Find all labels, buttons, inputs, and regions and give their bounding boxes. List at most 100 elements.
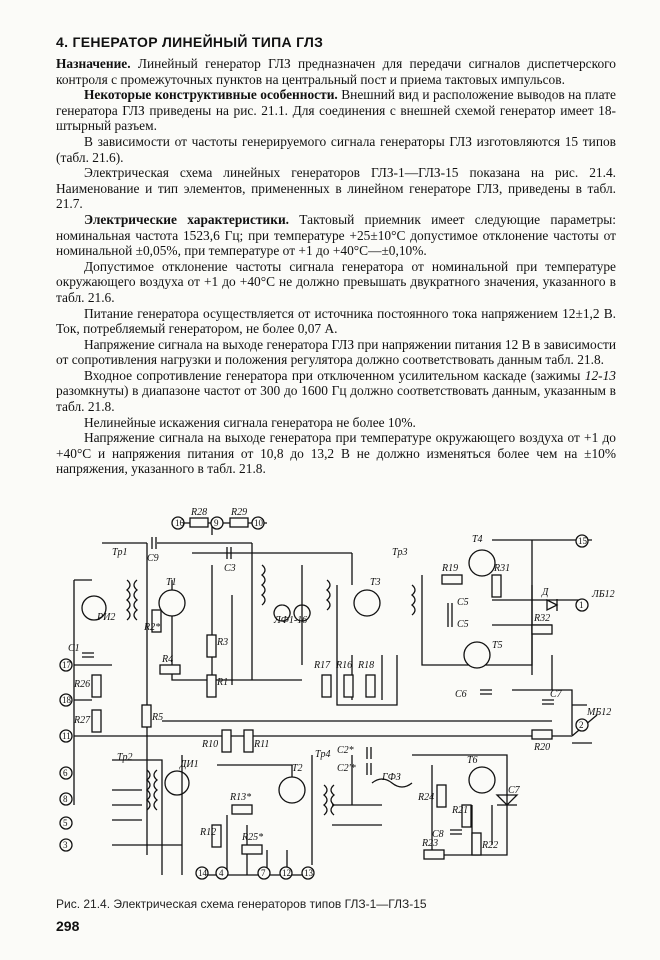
svg-text:C3: C3	[224, 563, 236, 574]
svg-text:R19: R19	[441, 563, 458, 574]
svg-text:R17: R17	[313, 660, 331, 671]
paragraph-text: Нелинейные искажения сигнала генератора …	[84, 414, 416, 430]
svg-text:R31: R31	[493, 563, 510, 574]
transformers	[81, 564, 416, 816]
svg-text:12: 12	[282, 868, 291, 878]
section-title: 4. ГЕНЕРАТОР ЛИНЕЙНЫЙ ТИПА ГЛЗ	[56, 34, 324, 50]
component-labels: Tp1 Tp3 Tp2 Tp4 РИ2 ДИ1 ЛФ1-16 ГФЗ Д ЛБ1…	[96, 547, 615, 796]
svg-text:C8: C8	[432, 829, 444, 840]
paragraph: Входное сопротивление генератора при отк…	[56, 368, 616, 415]
svg-text:МБ12: МБ12	[586, 707, 611, 718]
svg-text:ЛБ12: ЛБ12	[591, 589, 615, 600]
paragraph-text: Тактовый приемник имеет следующие параме…	[56, 211, 616, 259]
svg-text:R10: R10	[201, 739, 218, 750]
svg-text:Tp1: Tp1	[112, 547, 128, 558]
svg-text:ЛФ1-16: ЛФ1-16	[273, 615, 307, 626]
svg-text:C5: C5	[457, 597, 469, 608]
terminal-markers: 16 9 10 15 1 2 17 18 11 6 8 5 3 14 4 7 1…	[59, 516, 589, 880]
paragraph: Электрические характеристики. Тактовый п…	[56, 212, 616, 259]
paragraph-heading: Электрические характеристики.	[84, 211, 290, 227]
svg-text:T2: T2	[292, 763, 303, 774]
svg-text:5: 5	[63, 818, 68, 828]
svg-text:C2*: C2*	[337, 745, 354, 756]
circuit-schematic-figure: 16 9 10 15 1 2 17 18 11 6 8 5 3 14 4 7 1…	[52, 505, 622, 895]
svg-text:R29: R29	[230, 507, 247, 518]
paragraph-text: Линейный генератор ГЛЗ предназначен для …	[56, 56, 616, 87]
svg-text:Д: Д	[541, 587, 549, 598]
paragraph-text: разомкнуты) в диапазоне частот от 300 до…	[56, 383, 616, 415]
svg-text:R11: R11	[253, 739, 269, 750]
paragraph-text: Входное сопротивление генератора при отк…	[84, 367, 585, 383]
svg-text:10: 10	[254, 518, 264, 528]
paragraph: Электрическая схема линейных генераторов…	[56, 165, 616, 212]
svg-text:T4: T4	[472, 534, 483, 545]
resistors: R28 R29 R2* R3 R1 R26 R27 R4 R5 R10 R11 …	[73, 507, 553, 860]
wiring	[73, 522, 598, 876]
page-number: 298	[56, 918, 80, 934]
svg-text:15: 15	[578, 536, 588, 546]
svg-text:7: 7	[261, 868, 266, 878]
svg-text:11: 11	[62, 731, 71, 741]
svg-text:C7: C7	[550, 689, 563, 700]
diodes	[495, 598, 559, 806]
paragraph: Напряжение сигнала на выходе генератора …	[56, 430, 616, 477]
svg-text:R4: R4	[161, 654, 173, 665]
svg-text:R28: R28	[190, 507, 207, 518]
svg-text:C6: C6	[455, 689, 467, 700]
svg-text:R26: R26	[73, 679, 90, 690]
paragraph-text: Питание генератора осуществляется от ист…	[56, 305, 616, 337]
svg-text:R5: R5	[151, 712, 163, 723]
paragraph: Некоторые конструктивные особенности. Вн…	[56, 87, 616, 134]
circuit-schematic: 16 9 10 15 1 2 17 18 11 6 8 5 3 14 4 7 1…	[59, 507, 615, 880]
svg-text:R16: R16	[335, 660, 352, 671]
svg-text:R27: R27	[73, 715, 91, 726]
svg-text:13: 13	[304, 868, 314, 878]
svg-text:R3: R3	[216, 637, 228, 648]
svg-text:R1: R1	[216, 677, 228, 688]
svg-text:C1: C1	[68, 643, 80, 654]
transistors: T1 T3 T4 T5 T2 T6	[158, 534, 503, 804]
paragraph-heading: Некоторые конструктивные особенности.	[84, 87, 338, 103]
svg-text:17: 17	[62, 660, 72, 670]
svg-text:T5: T5	[492, 640, 503, 651]
svg-text:R24: R24	[417, 792, 434, 803]
svg-text:C2'*: C2'*	[337, 763, 356, 774]
svg-text:6: 6	[63, 768, 68, 778]
svg-text:14: 14	[198, 868, 208, 878]
figure-caption: Рис. 21.4. Электрическая схема генератор…	[56, 897, 427, 911]
paragraph-text: В зависимости от частоты генерируемого с…	[56, 133, 616, 165]
terminal-reference: 12-13	[584, 367, 616, 383]
svg-text:R12: R12	[199, 827, 216, 838]
svg-text:R23: R23	[421, 838, 438, 849]
paragraph: Допустимое отклонение частоты сигнала ге…	[56, 259, 616, 306]
svg-text:ДИ1: ДИ1	[179, 759, 199, 770]
paragraph: Назначение. Линейный генератор ГЛЗ предн…	[56, 56, 616, 87]
paragraph-text: Напряжение сигнала на выходе генератора …	[56, 336, 616, 368]
paragraph-text: Допустимое отклонение частоты сигнала ге…	[56, 258, 616, 305]
svg-text:T1: T1	[166, 577, 177, 588]
svg-text:4: 4	[219, 868, 224, 878]
paragraph-text: Электрическая схема линейных генераторов…	[56, 165, 616, 212]
paragraph: В зависимости от частоты генерируемого с…	[56, 134, 616, 165]
svg-text:16: 16	[175, 518, 185, 528]
paragraph-text: Напряжение сигнала на выходе генератора …	[56, 430, 616, 477]
svg-text:Tp2: Tp2	[117, 752, 133, 763]
svg-text:2: 2	[579, 720, 584, 730]
svg-text:18: 18	[62, 695, 72, 705]
svg-text:R22: R22	[481, 840, 498, 851]
paragraph: Напряжение сигнала на выходе генератора …	[56, 337, 616, 368]
svg-text:R2*: R2*	[143, 622, 160, 633]
svg-text:Tp4: Tp4	[315, 749, 331, 760]
svg-text:Tp3: Tp3	[392, 547, 408, 558]
svg-text:R18: R18	[357, 660, 374, 671]
svg-text:T6: T6	[467, 755, 478, 766]
paragraph-text: Внешний вид и расположение выводов на пл…	[56, 87, 617, 134]
svg-text:C5: C5	[457, 619, 469, 630]
svg-text:9: 9	[214, 518, 219, 528]
svg-text:T3: T3	[370, 577, 381, 588]
svg-text:R21: R21	[451, 805, 468, 816]
body-text: Назначение. Линейный генератор ГЛЗ предн…	[56, 56, 616, 477]
paragraph-heading: Назначение.	[56, 56, 131, 71]
